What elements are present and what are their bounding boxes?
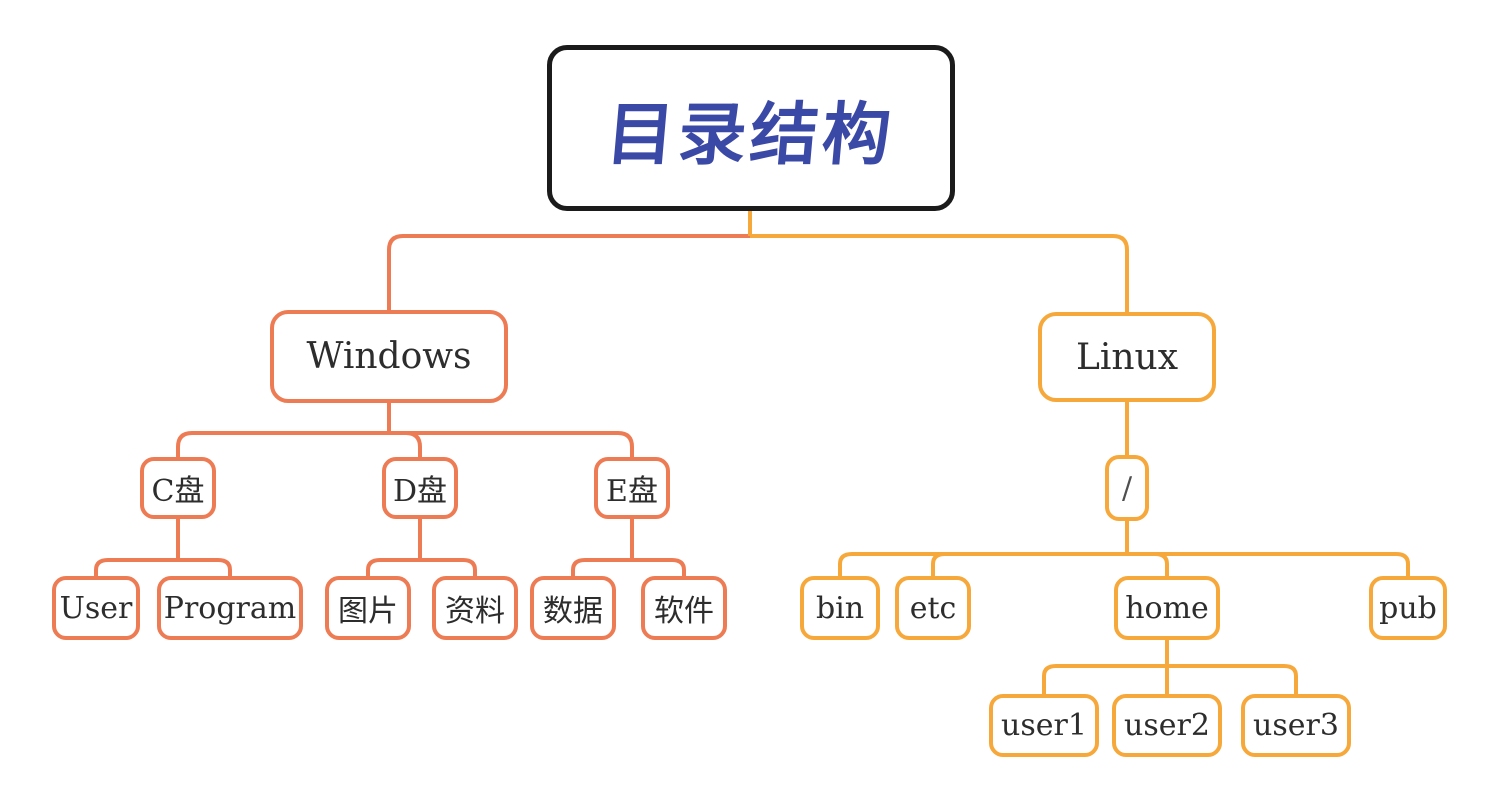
node-e-drive-label: E盘 bbox=[606, 474, 658, 509]
node-root[interactable]: 目录结构 bbox=[547, 45, 955, 211]
node-slash-label: / bbox=[1121, 470, 1133, 506]
edge-c-user bbox=[94, 558, 178, 576]
node-user[interactable]: User bbox=[52, 576, 140, 640]
node-user1[interactable]: user1 bbox=[989, 694, 1099, 757]
node-c-drive[interactable]: C盘 bbox=[140, 457, 216, 519]
edge-home-user3 bbox=[1167, 664, 1298, 694]
node-user1-label: user1 bbox=[1001, 708, 1087, 743]
node-bin-label: bin bbox=[815, 590, 865, 626]
edge-d-docs bbox=[420, 558, 477, 576]
node-user3-label: user3 bbox=[1253, 708, 1339, 743]
edge-root-windows bbox=[387, 234, 750, 310]
node-windows-label: Windows bbox=[306, 336, 472, 377]
node-program-label: Program bbox=[163, 590, 297, 626]
node-root-label: 目录结构 bbox=[602, 95, 898, 175]
edge-e-data bbox=[571, 558, 632, 576]
node-software[interactable]: 软件 bbox=[641, 576, 727, 640]
node-pub[interactable]: pub bbox=[1369, 576, 1447, 640]
node-data[interactable]: 数据 bbox=[530, 576, 616, 640]
node-bin[interactable]: bin bbox=[800, 576, 880, 640]
node-linux[interactable]: Linux bbox=[1038, 312, 1216, 402]
node-etc-label: etc bbox=[909, 590, 957, 626]
node-program[interactable]: Program bbox=[157, 576, 303, 640]
node-user-label: User bbox=[59, 590, 133, 626]
node-user2-label: user2 bbox=[1124, 708, 1210, 743]
node-home-label: home bbox=[1125, 590, 1209, 626]
node-docs[interactable]: 资料 bbox=[432, 576, 518, 640]
node-slash[interactable]: / bbox=[1105, 455, 1149, 521]
edge-c-program bbox=[178, 558, 232, 576]
node-user2[interactable]: user2 bbox=[1112, 694, 1222, 757]
node-d-drive[interactable]: D盘 bbox=[382, 457, 458, 519]
node-etc[interactable]: etc bbox=[895, 576, 971, 640]
node-c-drive-label: C盘 bbox=[151, 474, 205, 509]
edge-root-linux bbox=[750, 234, 1129, 312]
edge-windows-d bbox=[389, 431, 422, 457]
node-linux-label: Linux bbox=[1075, 336, 1179, 378]
edge-home-user1 bbox=[1042, 664, 1167, 694]
edge-e-software bbox=[632, 558, 686, 576]
edge-d-pictures bbox=[366, 558, 420, 576]
node-e-drive[interactable]: E盘 bbox=[594, 457, 670, 519]
node-pictures-label: 图片 bbox=[338, 594, 398, 629]
node-data-label: 数据 bbox=[543, 594, 603, 629]
edge-windows-e bbox=[389, 431, 634, 457]
node-pub-label: pub bbox=[1379, 590, 1437, 626]
node-docs-label: 资料 bbox=[445, 594, 505, 629]
node-software-label: 软件 bbox=[654, 594, 714, 629]
node-user3[interactable]: user3 bbox=[1241, 694, 1351, 757]
node-d-drive-label: D盘 bbox=[392, 474, 448, 509]
node-pictures[interactable]: 图片 bbox=[325, 576, 411, 640]
edge-slash-etc bbox=[931, 552, 1127, 576]
node-windows[interactable]: Windows bbox=[270, 310, 508, 403]
edge-slash-bin bbox=[838, 552, 1127, 576]
edge-windows-c bbox=[176, 431, 389, 457]
edge-slash-pub bbox=[1127, 552, 1410, 576]
node-home[interactable]: home bbox=[1114, 576, 1220, 640]
edge-slash-home bbox=[1127, 552, 1169, 576]
